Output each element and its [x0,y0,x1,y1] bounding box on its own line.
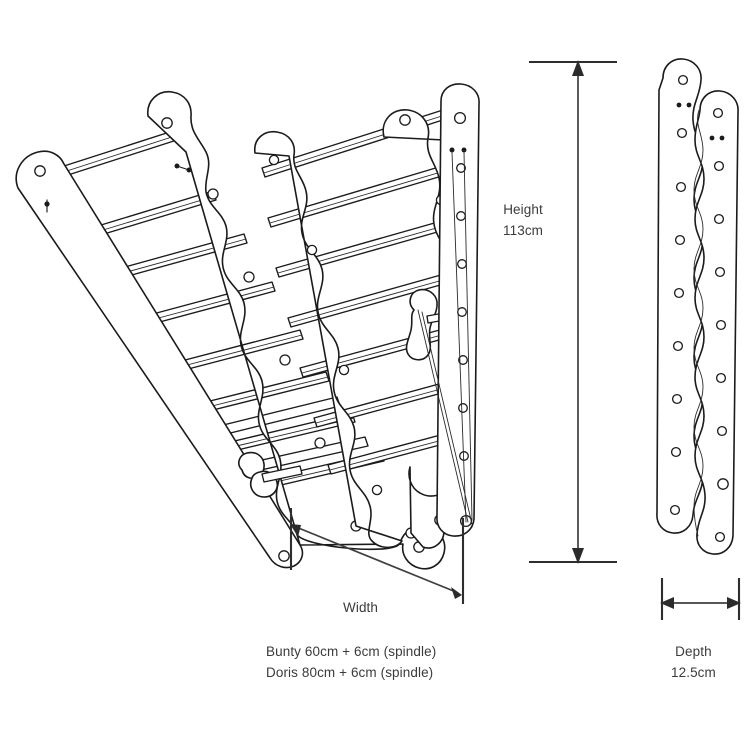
depth-dimension [660,578,741,620]
height-dimension [529,60,617,564]
depth-label-text: Depth [675,644,712,659]
spindle-foot [238,451,303,498]
side-profile-view [656,58,739,555]
main-airer-view [15,83,480,570]
depth-label-value: 12.5cm [671,665,716,680]
height-label-text: Height [503,202,543,217]
height-dimension-label: Height 113cm [503,199,543,241]
width-label-text: Width [343,600,379,615]
note-bunty: Bunty 60cm + 6cm (spindle) [266,644,437,659]
depth-dimension-label: Depth 12.5cm [671,641,716,683]
width-dimension-label: Width [343,597,378,618]
height-label-value: 113cm [503,223,544,238]
wall-bracket [417,83,480,537]
note-doris: Doris 80cm + 6cm (spindle) [266,665,434,680]
width-dimension [289,508,465,604]
